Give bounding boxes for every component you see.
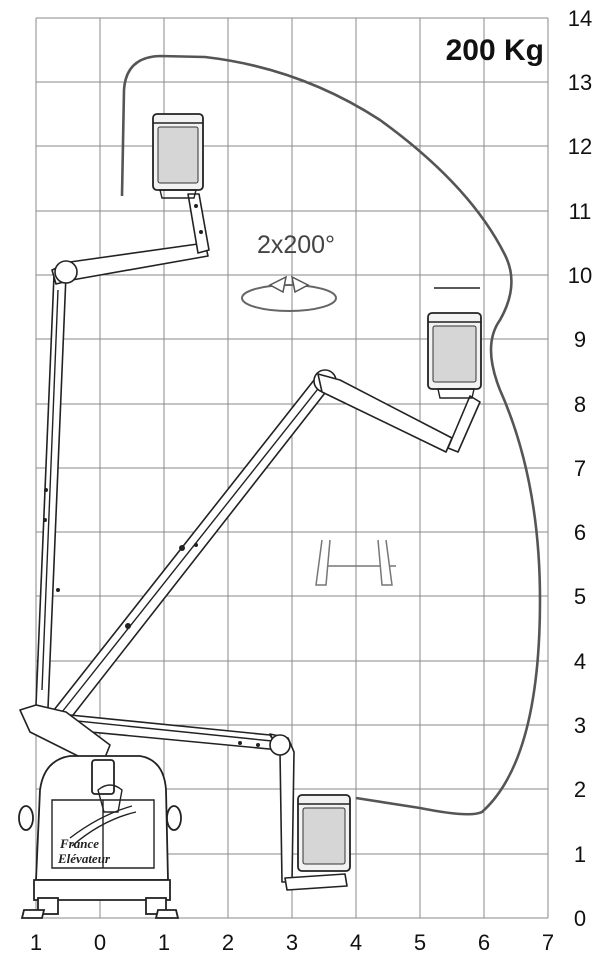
- x-tick-label: 4: [350, 930, 362, 954]
- y-tick-label: 2: [574, 777, 586, 802]
- x-tick-label: 1: [158, 930, 170, 954]
- middle-jib-link: [447, 395, 481, 453]
- mast-arm: [35, 274, 67, 709]
- y-axis-labels: 0 1 2 3 4 5 6 7 8 9 10 11 12 13 14: [568, 6, 592, 931]
- y-tick-label: 4: [574, 649, 586, 674]
- turret: [19, 704, 111, 761]
- right-mirror: [166, 805, 182, 831]
- y-tick-label: 9: [574, 327, 586, 352]
- y-tick-label: 11: [569, 199, 592, 224]
- x-tick-label: 5: [414, 930, 426, 954]
- rotation-label: 2x200°: [257, 231, 335, 259]
- lower-basket-base: [284, 873, 348, 891]
- y-tick-label: 0: [574, 906, 586, 931]
- lower-jib-arm: [269, 733, 295, 883]
- x-tick-label: 7: [542, 930, 554, 954]
- outrigger-icon: [315, 539, 396, 586]
- boom-middle-position: [49, 287, 482, 725]
- rotation-arrows-icon: [241, 275, 337, 312]
- right-outrigger-foot: [154, 909, 180, 919]
- y-tick-label: 6: [574, 520, 586, 545]
- x-tick-label: 6: [478, 930, 490, 954]
- x-tick-label: 0: [94, 930, 106, 954]
- boom-top-position: [35, 113, 210, 709]
- y-tick-label: 13: [568, 70, 592, 95]
- y-tick-label: 10: [568, 263, 592, 288]
- x-axis-labels: 1 0 1 2 3 4 5 6 7: [30, 930, 554, 954]
- y-tick-label: 12: [568, 134, 592, 159]
- brand-line2: Elévateur: [57, 851, 111, 866]
- brand-line1: France: [59, 836, 99, 851]
- vehicle-rear-view: France Elévateur: [18, 755, 182, 919]
- x-tick-label: 3: [286, 930, 298, 954]
- y-tick-label: 14: [568, 6, 592, 31]
- y-tick-label: 3: [574, 713, 586, 738]
- y-tick-label: 1: [574, 842, 586, 867]
- y-tick-label: 8: [574, 392, 586, 417]
- boom-low-position: [39, 711, 351, 891]
- working-envelope-curve: [120, 54, 542, 816]
- left-mirror: [18, 805, 34, 831]
- y-tick-label: 5: [574, 584, 586, 609]
- left-outrigger-foot: [20, 909, 46, 919]
- x-tick-label: 2: [222, 930, 234, 954]
- y-tick-label: 7: [574, 456, 586, 481]
- load-label: 200 Kg: [446, 34, 544, 67]
- x-tick-label: 1: [30, 930, 42, 954]
